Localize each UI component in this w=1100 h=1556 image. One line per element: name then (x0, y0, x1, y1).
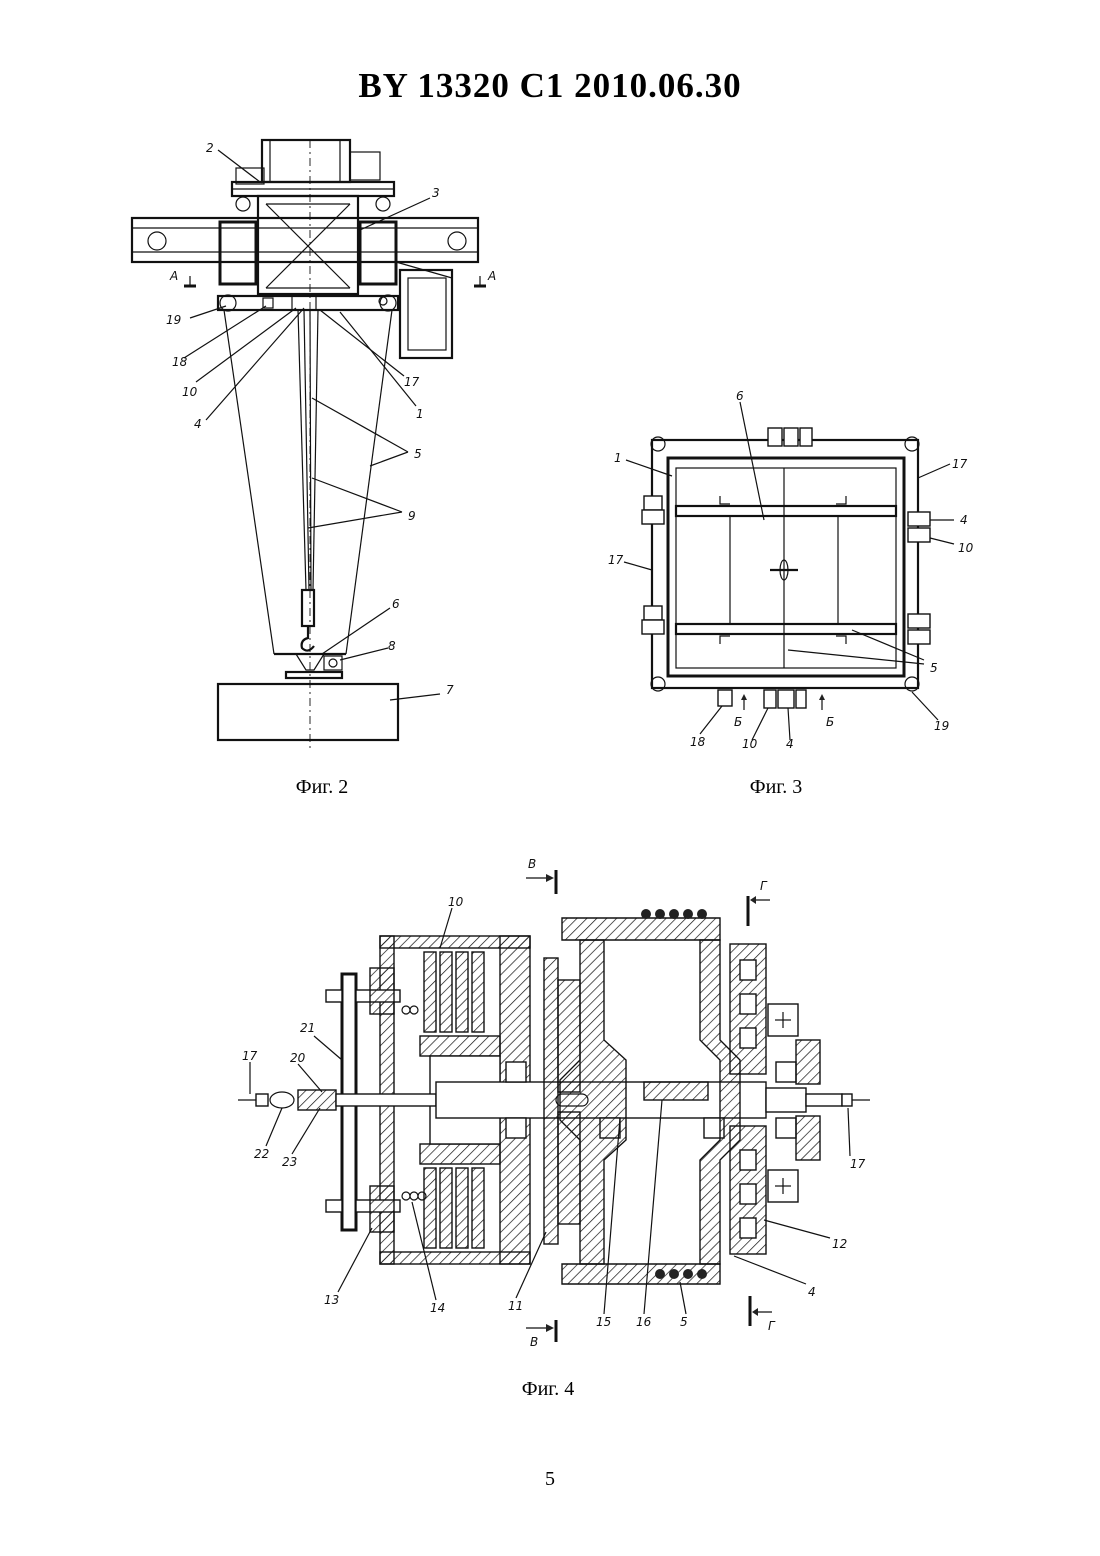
fig4-label: 10 (448, 895, 464, 909)
fig2-label: 18 (172, 355, 188, 369)
fig3-label: 6 (736, 389, 744, 403)
fig4-label: 5 (680, 1315, 688, 1329)
fig2-label: 17 (404, 375, 420, 389)
fig4-label: 4 (808, 1285, 816, 1299)
fig3-label: 5 (930, 661, 938, 675)
fig2-label: 10 (182, 385, 198, 399)
fig3-label: 10 (958, 541, 974, 555)
fig2-label: 3 (432, 186, 440, 200)
figure-4-caption: Фиг. 4 (478, 1378, 618, 1401)
fig2-label: 8 (388, 639, 396, 653)
figure-3-drawing: 6 1 17 4 10 17 5 18 Б 10 4 Б 19 (608, 389, 974, 751)
fig4-label: 20 (290, 1051, 306, 1065)
fig4-label: 21 (300, 1021, 315, 1035)
fig4-label: 14 (430, 1301, 445, 1315)
fig4-label: 13 (324, 1293, 339, 1307)
fig4-label: 23 (282, 1155, 297, 1169)
fig2-label: 7 (446, 683, 454, 697)
fig2-label: 2 (206, 141, 214, 155)
fig3-label: 17 (608, 553, 624, 567)
fig3-label: 10 (742, 737, 758, 751)
fig4-label: Г (760, 879, 768, 893)
fig4-label: 16 (636, 1315, 652, 1329)
fig2-label: 5 (414, 447, 422, 461)
fig2-label: 19 (166, 313, 181, 327)
fig2-label: 1 (416, 407, 424, 421)
fig3-label: 17 (952, 457, 968, 471)
fig2-label: А (169, 269, 178, 283)
fig4-label: В (530, 1335, 538, 1349)
fig3-label: 4 (960, 513, 968, 527)
fig4-label: 12 (832, 1237, 847, 1251)
page-number: 5 (0, 1468, 1100, 1491)
fig4-label: 17 (242, 1049, 258, 1063)
figure-3-caption: Фиг. 3 (706, 776, 846, 799)
fig4-label: Г (768, 1319, 776, 1333)
fig3-label: 1 (614, 451, 622, 465)
figure-2-caption: Фиг. 2 (252, 776, 392, 799)
fig2-label: 9 (408, 509, 416, 523)
figure-4-drawing: В Г 10 21 20 17 22 23 17 12 13 14 11 15 … (238, 857, 870, 1349)
fig2-label: А (487, 269, 496, 283)
figure-2-drawing: 2 3 А А 19 18 10 4 17 1 5 9 6 8 7 (132, 140, 496, 748)
fig3-label: 4 (786, 737, 794, 751)
fig4-label: 15 (596, 1315, 611, 1329)
fig3-label: 19 (934, 719, 949, 733)
fig3-label: Б (826, 715, 834, 729)
fig4-label: 17 (850, 1157, 866, 1171)
fig4-label: 22 (254, 1147, 269, 1161)
fig4-label: В (528, 857, 536, 871)
fig3-label: Б (734, 715, 742, 729)
fig3-label: 18 (690, 735, 706, 749)
fig2-label: 4 (194, 417, 202, 431)
fig4-label: 11 (508, 1299, 523, 1313)
fig2-label: 6 (392, 597, 400, 611)
